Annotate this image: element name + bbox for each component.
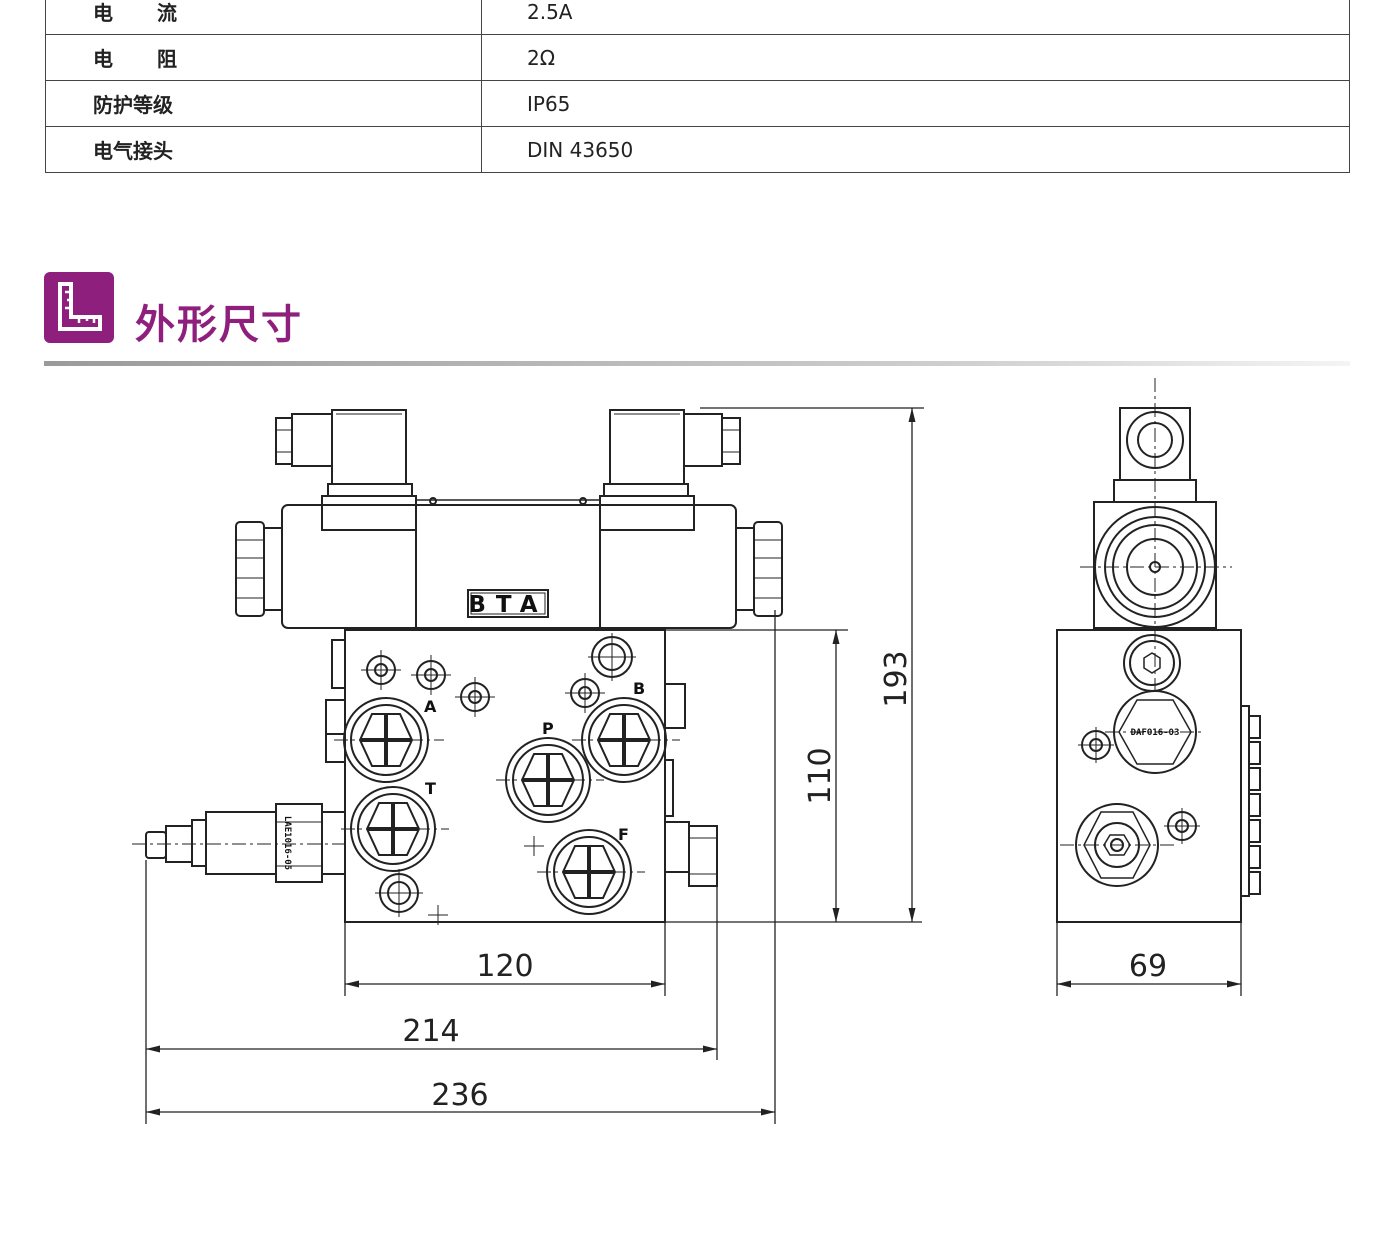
dim-193: 193	[879, 650, 914, 707]
spec-value: IP65	[481, 80, 1350, 127]
dim-110: 110	[803, 747, 838, 804]
port-label-b: B	[633, 679, 645, 698]
spec-row-connector: 电气接头 DIN 43650	[45, 126, 1350, 173]
manifold-block	[344, 629, 666, 923]
side-cartridge-marking: DAFO16-03	[1131, 728, 1180, 738]
port-label-p: P	[542, 719, 554, 738]
port-label-a: A	[424, 697, 437, 716]
left-din-connector	[275, 409, 417, 531]
dim-120: 120	[476, 949, 533, 984]
spec-label: 电流	[45, 0, 482, 35]
spec-table: 电流 2.5A 电阻 2Ω 防护等级 IP65 电气接头 DIN 43650	[45, 0, 1350, 173]
spec-label: 防护等级	[45, 80, 482, 127]
ruler-set-icon	[44, 272, 114, 343]
right-din-connector	[599, 409, 741, 531]
spec-row-protection: 防护等级 IP65	[45, 80, 1350, 127]
relief-cartridge	[132, 803, 346, 883]
dim-69: 69	[1129, 949, 1167, 984]
relief-cartridge-marking: LAE1016-05	[282, 816, 292, 870]
port-label-f: F	[618, 825, 629, 844]
dim-214: 214	[402, 1014, 459, 1049]
side-view	[1056, 378, 1261, 923]
spec-label: 电气接头	[45, 126, 482, 173]
spec-row-current: 电流 2.5A	[45, 0, 1350, 35]
spec-value: DIN 43650	[481, 126, 1350, 173]
spec-value: 2Ω	[481, 34, 1350, 81]
dim-236: 236	[431, 1078, 488, 1113]
side-plug-right	[664, 821, 718, 887]
left-manual-knob	[235, 521, 283, 617]
section-divider	[44, 361, 1350, 366]
port-label-t: T	[425, 779, 436, 798]
side-manifold-block	[1056, 629, 1242, 923]
front-view	[132, 409, 783, 925]
spec-value: 2.5A	[481, 0, 1350, 35]
brand-label: BTA	[468, 592, 547, 618]
right-manual-knob	[735, 521, 783, 617]
section-title: 外形尺寸	[135, 302, 303, 348]
